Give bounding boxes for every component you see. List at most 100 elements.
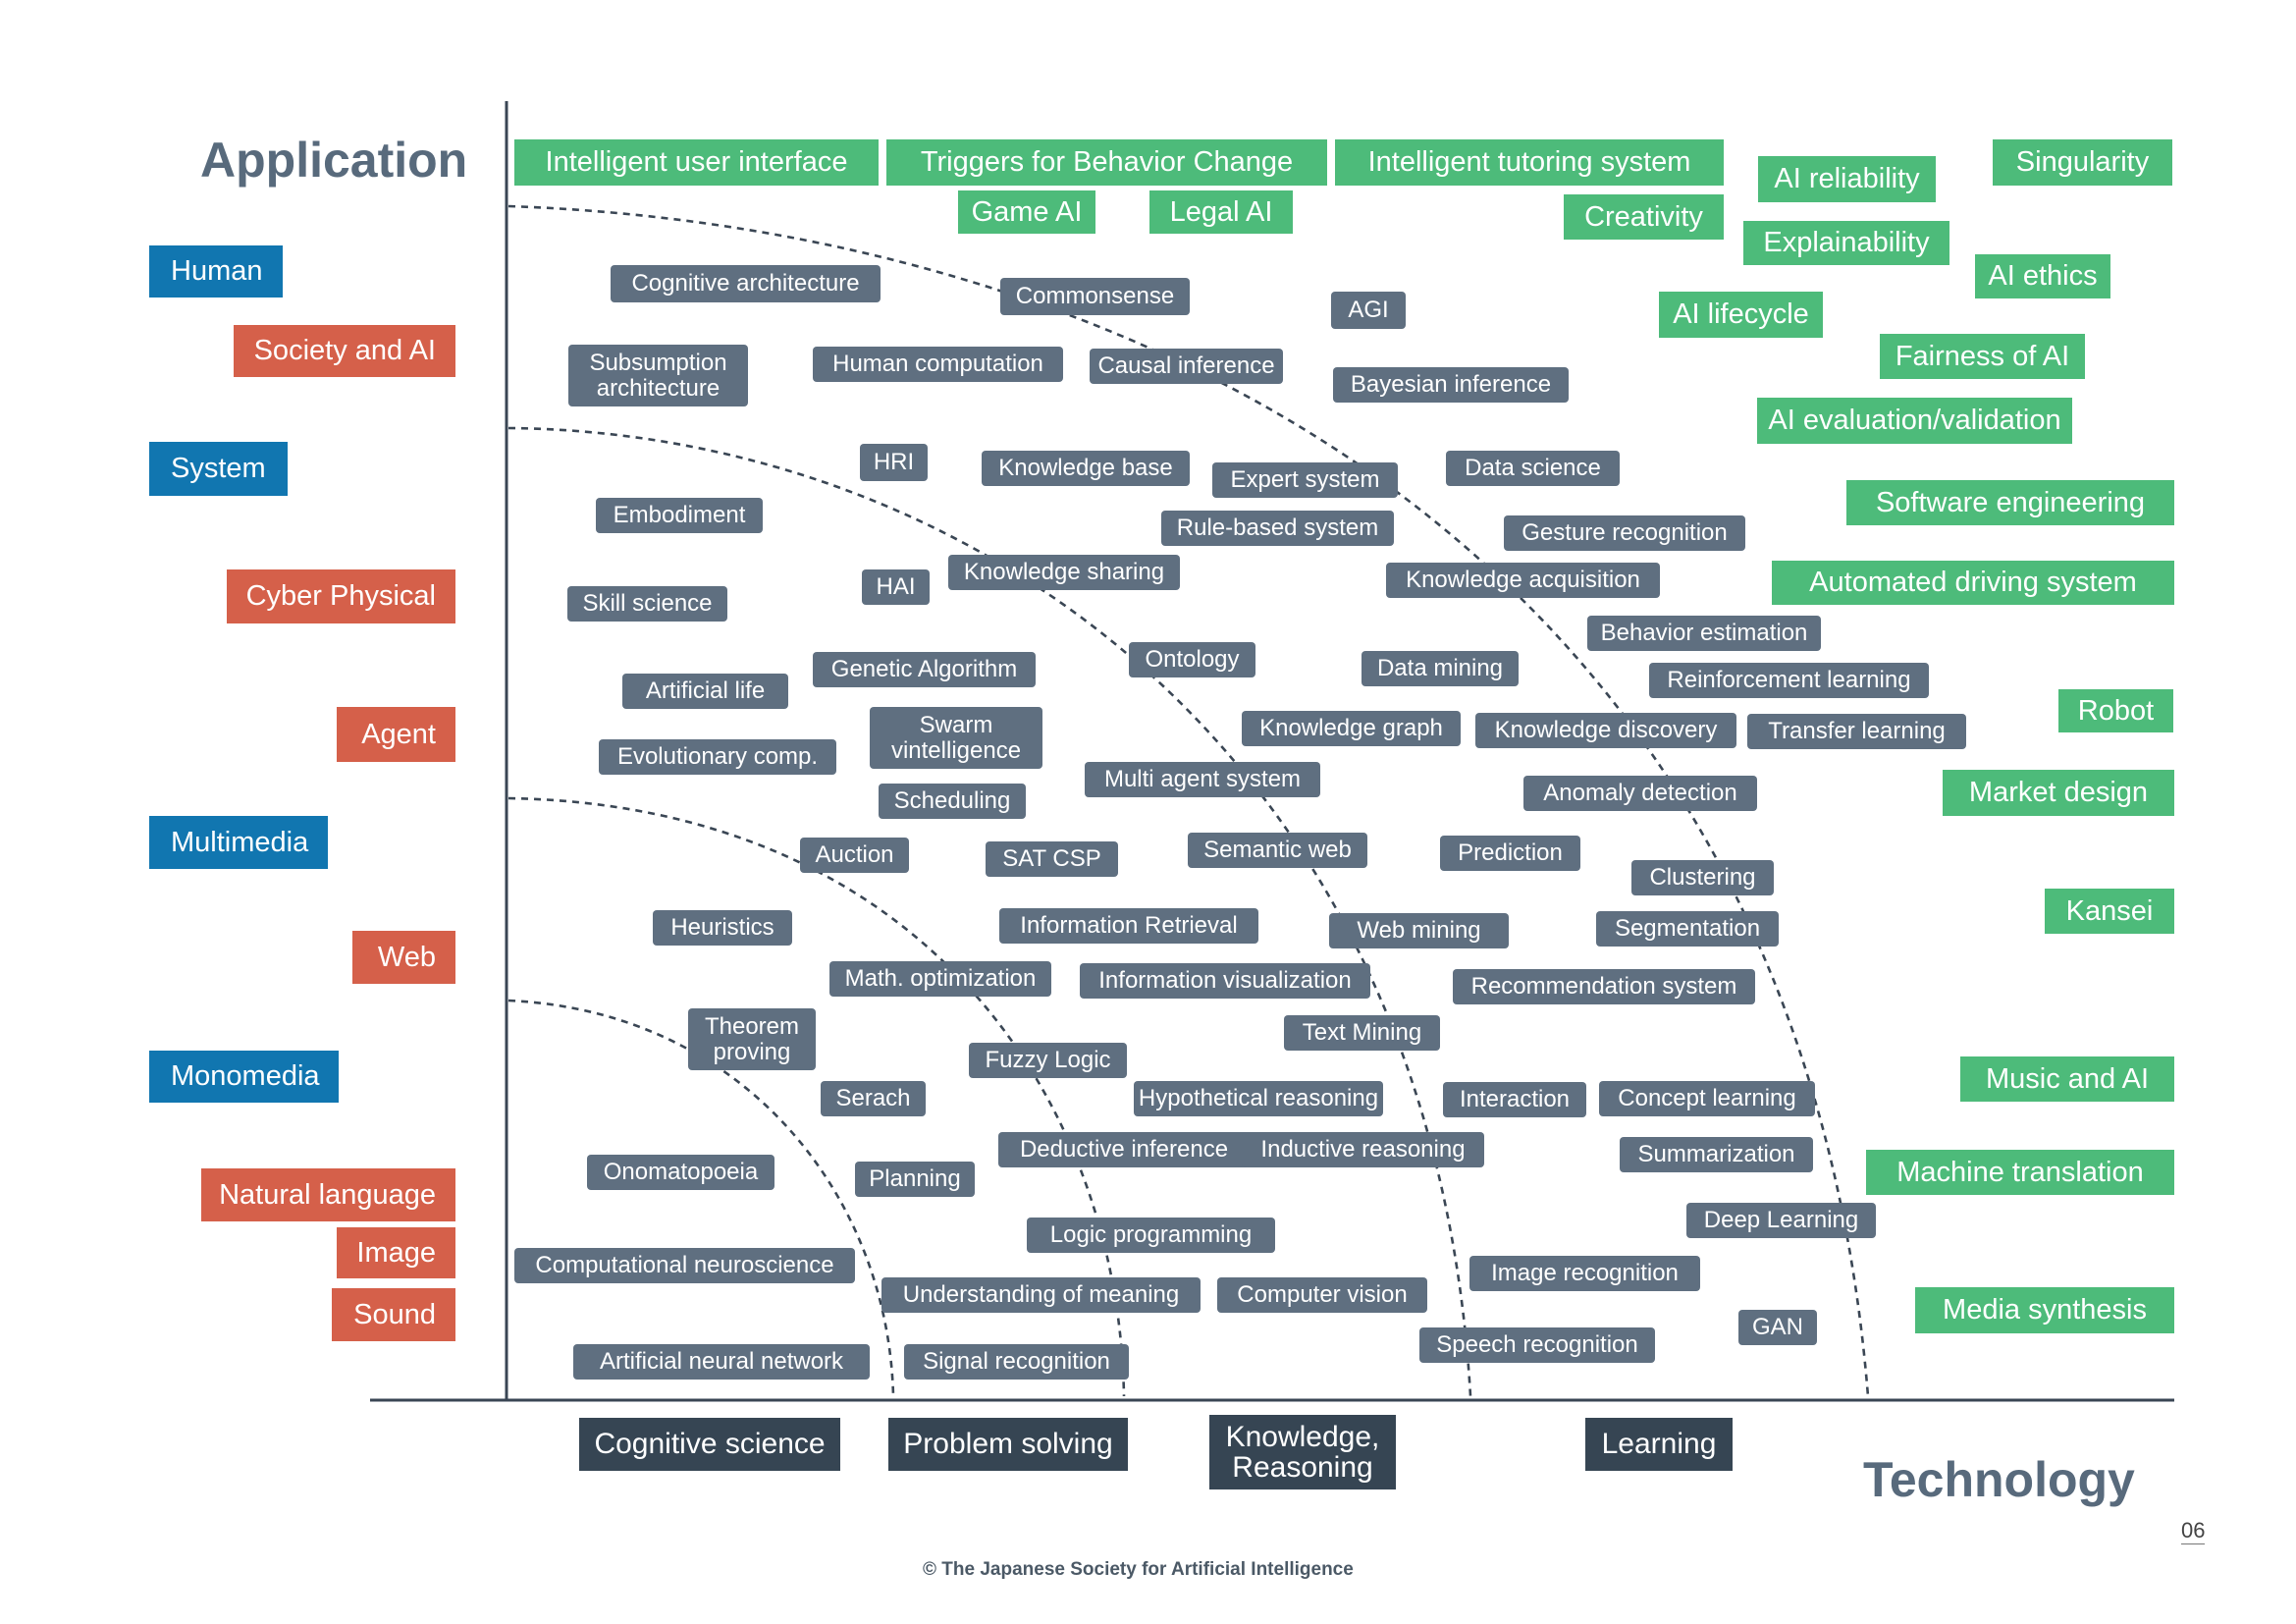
research-topic-ontology: Ontology <box>1129 642 1255 677</box>
app-topic-explainability: Explainability <box>1743 221 1949 265</box>
research-topic-bayesian-inference: Bayesian inference <box>1333 367 1569 403</box>
app-category-system: System <box>149 442 288 496</box>
research-topic-onomatopoeia: Onomatopoeia <box>587 1155 774 1190</box>
research-topic-interaction: Interaction <box>1443 1082 1586 1117</box>
app-topic-automated-driving-system: Automated driving system <box>1772 561 2174 605</box>
app-topic-kansei: Kansei <box>2045 889 2174 934</box>
research-topic-agi: AGI <box>1331 292 1406 329</box>
research-topic-serach: Serach <box>821 1081 926 1116</box>
y-axis-title: Application <box>200 133 468 188</box>
app-category-cyber-physical: Cyber Physical <box>227 569 455 623</box>
boundary-curve-knowledge <box>507 426 1472 1397</box>
app-topic-intelligent-user-interface: Intelligent user interface <box>514 139 879 186</box>
research-topic-skill-science: Skill science <box>567 586 727 622</box>
app-category-multimedia: Multimedia <box>149 816 328 869</box>
app-topic-media-synthesis: Media synthesis <box>1915 1287 2174 1333</box>
app-category-monomedia: Monomedia <box>149 1051 339 1103</box>
research-topic-understanding-of-meaning: Understanding of meaning <box>881 1277 1201 1313</box>
research-topic-information-visualization: Information visualization <box>1080 963 1370 999</box>
research-topic-fuzzy-logic: Fuzzy Logic <box>969 1043 1127 1078</box>
research-topic-anomaly-detection: Anomaly detection <box>1523 776 1757 811</box>
research-topic-transfer-learning: Transfer learning <box>1747 714 1966 749</box>
research-topic-auction: Auction <box>800 838 909 873</box>
copyright-notice: © The Japanese Society for Artificial In… <box>923 1559 1354 1580</box>
research-topic-semantic-web: Semantic web <box>1188 833 1367 868</box>
research-topic-causal-inference: Causal inference <box>1090 349 1283 384</box>
research-topic-data-mining: Data mining <box>1362 651 1519 686</box>
research-topic-commonsense: Commonsense <box>1000 278 1190 315</box>
research-topic-artificial-neural-network: Artificial neural network <box>573 1344 870 1380</box>
research-topic-human-computation: Human computation <box>813 347 1063 382</box>
research-topic-knowledge-base: Knowledge base <box>982 451 1190 486</box>
research-topic-segmentation: Segmentation <box>1596 911 1779 947</box>
app-topic-music-and-ai: Music and AI <box>1960 1056 2174 1102</box>
app-topic-ai-lifecycle: AI lifecycle <box>1659 292 1823 338</box>
research-topic-genetic-algorithm: Genetic Algorithm <box>813 652 1036 687</box>
research-topic-embodiment: Embodiment <box>596 498 763 533</box>
research-topic-text-mining: Text Mining <box>1284 1015 1440 1051</box>
app-topic-market-design: Market design <box>1943 770 2174 816</box>
app-topic-robot: Robot <box>2058 689 2173 732</box>
research-topic-prediction: Prediction <box>1440 836 1580 871</box>
research-topic-deductive-inference: Deductive inference <box>998 1132 1250 1167</box>
research-topic-planning: Planning <box>855 1162 975 1197</box>
research-topic-rule-based-system: Rule-based system <box>1161 511 1394 546</box>
research-topic-multi-agent-system: Multi agent system <box>1085 762 1320 797</box>
research-topic-knowledge-graph: Knowledge graph <box>1242 711 1461 746</box>
research-topic-gan: GAN <box>1738 1310 1817 1345</box>
research-topic-data-science: Data science <box>1446 451 1620 486</box>
tech-category-knowledge-reasoning: Knowledge,Reasoning <box>1209 1415 1396 1489</box>
research-topic-knowledge-discovery: Knowledge discovery <box>1475 713 1736 748</box>
research-topic-heuristics: Heuristics <box>653 910 792 946</box>
app-topic-singularity: Singularity <box>1993 139 2172 186</box>
app-topic-fairness-of-ai: Fairness of AI <box>1880 334 2085 379</box>
app-topic-legal-ai: Legal AI <box>1149 190 1293 234</box>
app-category-web: Web <box>352 931 455 984</box>
research-topic-concept-learning: Concept learning <box>1599 1081 1815 1116</box>
tech-category-problem-solving: Problem solving <box>888 1418 1128 1471</box>
page-number: 06 <box>2181 1518 2206 1544</box>
research-topic-artificial-life: Artificial life <box>622 674 788 709</box>
x-axis-title: Technology <box>1863 1452 2135 1507</box>
research-topic-clustering: Clustering <box>1631 860 1774 895</box>
research-topic-image-recognition: Image recognition <box>1469 1256 1700 1291</box>
app-category-agent: Agent <box>337 707 455 762</box>
app-topic-game-ai: Game AI <box>958 190 1095 234</box>
research-topic-cognitive-architecture: Cognitive architecture <box>611 265 881 302</box>
research-topic-math-optimization: Math. optimization <box>829 961 1051 997</box>
app-topic-creativity: Creativity <box>1564 194 1724 240</box>
research-topic-hai: HAI <box>862 569 930 605</box>
research-topic-reinforcement-learning: Reinforcement learning <box>1649 663 1929 698</box>
app-topic-ai-evaluation-validation: AI evaluation/validation <box>1757 398 2072 444</box>
research-topic-knowledge-acquisition: Knowledge acquisition <box>1386 563 1660 598</box>
app-category-human: Human <box>149 245 283 298</box>
research-topic-behavior-estimation: Behavior estimation <box>1587 616 1821 651</box>
app-topic-ai-ethics: AI ethics <box>1975 254 2110 298</box>
research-topic-signal-recognition: Signal recognition <box>904 1344 1129 1380</box>
research-topic-gesture-recognition: Gesture recognition <box>1504 515 1745 551</box>
tech-category-cognitive-science: Cognitive science <box>579 1418 840 1471</box>
research-topic-information-retrieval: Information Retrieval <box>999 908 1258 944</box>
research-topic-computational-neuroscience: Computational neuroscience <box>514 1248 855 1283</box>
research-topic-sat-csp: SAT CSP <box>986 841 1118 877</box>
app-category-image: Image <box>337 1227 455 1278</box>
research-topic-evolutionary-comp: Evolutionary comp. <box>599 739 836 775</box>
research-topic-recommendation-system: Recommendation system <box>1453 969 1755 1004</box>
app-topic-machine-translation: Machine translation <box>1866 1150 2174 1195</box>
research-topic-computer-vision: Computer vision <box>1217 1277 1427 1313</box>
research-topic-knowledge-sharing: Knowledge sharing <box>948 555 1180 590</box>
research-topic-web-mining: Web mining <box>1329 913 1509 948</box>
research-topic-expert-system: Expert system <box>1212 462 1398 498</box>
tech-category-learning: Learning <box>1585 1418 1733 1471</box>
app-category-society-and-ai: Society and AI <box>234 325 455 377</box>
research-topic-summarization: Summarization <box>1620 1137 1813 1172</box>
boundary-curve-cognitive <box>507 999 895 1397</box>
research-topic-logic-programming: Logic programming <box>1027 1218 1275 1253</box>
research-topic-deep-learning: Deep Learning <box>1686 1203 1876 1238</box>
app-topic-triggers-for-behavior-change: Triggers for Behavior Change <box>886 139 1327 186</box>
app-topic-ai-reliability: AI reliability <box>1758 156 1936 202</box>
